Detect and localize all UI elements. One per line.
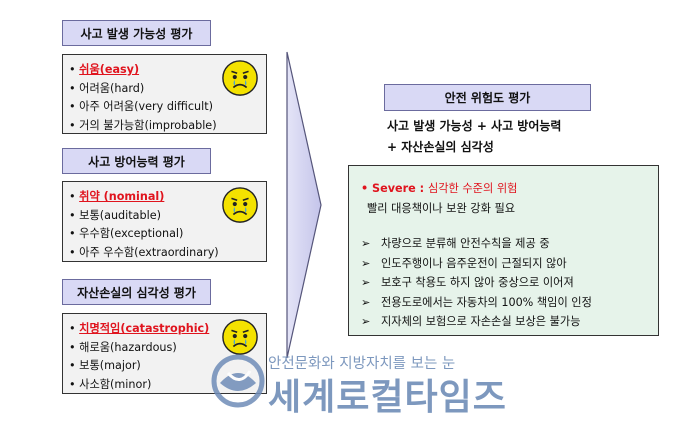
list-item: • 아주 어려움(very difficult)	[69, 100, 213, 113]
result-title: 안전 위험도 평가	[384, 84, 591, 111]
list-item: ➢지자체의 보험으로 자손손실 보상은 불가능	[361, 312, 592, 332]
watermark-tagline: 안전문화와 지방자치를 보는 눈	[268, 356, 456, 372]
list-item: • 아주 우수함(extraordinary)	[69, 245, 219, 259]
list-item: • 해로움(hazardous)	[69, 340, 177, 354]
crying-face-icon	[222, 60, 258, 96]
result-box: • Severe : 심각한 수준의 위험 빨리 대응책이나 보완 강화 필요 …	[348, 165, 659, 336]
bullet-arrow-icon: ➢	[361, 237, 371, 250]
list-item: • 보통(major)	[69, 359, 141, 372]
list-item: • 우수함(exceptional)	[69, 227, 184, 240]
crying-face-icon	[222, 187, 258, 223]
section3-title: 자산손실의 심각성 평가	[62, 279, 211, 305]
severity-desc: 심각한 수준의 위험	[427, 182, 518, 195]
brand-logo-icon	[211, 354, 265, 408]
list-item: ➢보호구 착용도 하지 않아 중상으로 이어져	[361, 273, 592, 293]
section2-title: 사고 방어능력 평가	[62, 148, 211, 174]
list-item: • 보통(auditable)	[69, 208, 161, 222]
bullet-arrow-icon: ➢	[361, 276, 371, 289]
list-item: • 쉬움(easy)	[69, 63, 140, 76]
list-item: • 치명적임(catastrophic)	[69, 322, 210, 335]
list-item: • 거의 불가능함(improbable)	[69, 118, 217, 132]
list-item: • 취약 (nominal)	[69, 190, 165, 203]
list-item: • 사소함(minor)	[69, 377, 152, 391]
list-item: ➢인도주행이나 음주운전이 근절되지 않아	[361, 254, 592, 274]
bullet-arrow-icon: ➢	[361, 256, 371, 270]
watermark-brand: 세계로컬타임즈	[268, 377, 507, 418]
crying-face-icon	[222, 319, 258, 355]
bullet-arrow-icon: ➢	[361, 295, 371, 309]
bullet-arrow-icon: ➢	[361, 315, 371, 328]
section2-box: • 취약 (nominal) • 보통(auditable) • 우수함(exc…	[62, 181, 267, 262]
list-item: ➢차량으로 분류해 안전수칙을 제공 중	[361, 234, 592, 254]
list-item: • 어려움(hard)	[69, 81, 145, 95]
severity-label: Severe :	[372, 182, 428, 195]
section1-box: • 쉬움(easy) • 어려움(hard) • 아주 어려움(very dif…	[62, 54, 267, 134]
formula-line2: + 자산손실의 심각성	[387, 140, 494, 154]
section3-box: • 치명적임(catastrophic) • 해로움(hazardous) • …	[62, 313, 267, 394]
severity-line: • Severe : 심각한 수준의 위험	[361, 182, 518, 195]
list-item: ➢전용도로에서는 자동차의 100% 책임이 인정	[361, 293, 592, 313]
section1-title: 사고 발생 가능성 평가	[62, 20, 211, 46]
severity-action: 빨리 대응책이나 보완 강화 필요	[367, 202, 516, 215]
formula-line1: 사고 발생 가능성 + 사고 방어능력	[387, 119, 562, 133]
arrow-right-icon	[286, 51, 322, 359]
